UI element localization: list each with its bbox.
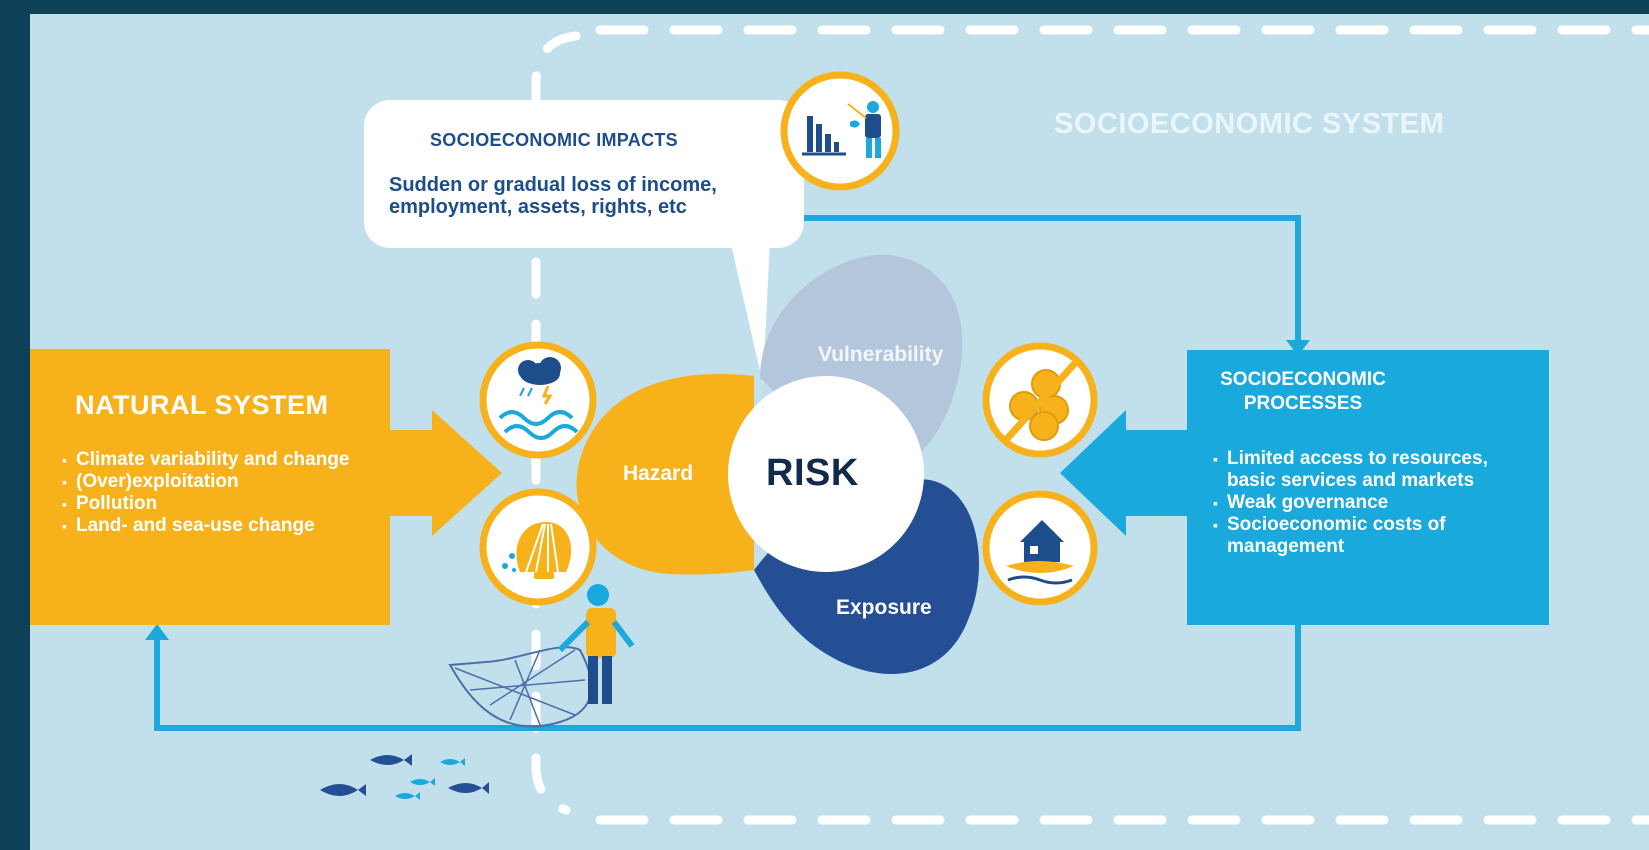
processes-to-natural-arrow bbox=[154, 625, 1301, 731]
vulnerability-label: Vulnerability bbox=[818, 343, 944, 366]
hazard-petal bbox=[576, 373, 754, 575]
socioeconomic-system-label: SOCIOECONOMIC SYSTEM bbox=[1054, 108, 1445, 140]
risk-label: RISK bbox=[766, 452, 859, 494]
impacts-description: Sudden or gradual loss of income, employ… bbox=[389, 174, 717, 218]
natural-system-title: NATURAL SYSTEM bbox=[75, 390, 329, 420]
risk-flower bbox=[576, 254, 980, 674]
arrowhead-down bbox=[1286, 340, 1310, 356]
processes-list: Limited access to resources, basic servi… bbox=[1213, 448, 1513, 558]
list-item: Limited access to resources, basic servi… bbox=[1213, 448, 1513, 492]
processes-title: SOCIOECONOMIC PROCESSES bbox=[1220, 369, 1386, 414]
fish-school-illustration bbox=[320, 754, 489, 800]
hazard-label: Hazard bbox=[623, 462, 694, 485]
exposure-label: Exposure bbox=[836, 596, 932, 619]
risk-center bbox=[728, 376, 924, 572]
impacts-bubble bbox=[364, 100, 804, 384]
fisherman-chart-icon bbox=[780, 71, 900, 191]
list-item: Land- and sea-use change bbox=[62, 515, 392, 537]
list-item: Weak governance bbox=[1213, 492, 1513, 514]
list-item: Climate variability and change bbox=[62, 449, 392, 471]
storm-waves-icon bbox=[479, 341, 597, 459]
top-frame-strip bbox=[0, 0, 384, 14]
list-item: Socioeconomic costs of management bbox=[1213, 514, 1513, 558]
flow-arrows bbox=[154, 215, 1301, 731]
impact-to-processes-arrow bbox=[804, 215, 1301, 345]
list-item: (Over)exploitation bbox=[62, 471, 392, 493]
natural-to-hazard-arrow bbox=[390, 410, 502, 536]
shell-icon bbox=[479, 488, 597, 606]
socioeconomic-boundary bbox=[531, 31, 581, 815]
flooded-house-icon bbox=[982, 490, 1098, 606]
fisher-with-net-illustration bbox=[448, 584, 635, 728]
natural-system-list: Climate variability and change (Over)exp… bbox=[62, 449, 392, 537]
list-item: Pollution bbox=[62, 493, 392, 515]
no-coins-icon bbox=[982, 342, 1098, 458]
arrowhead-up bbox=[145, 624, 169, 640]
processes-to-risk-arrow bbox=[1060, 410, 1187, 536]
impacts-title: SOCIOECONOMIC IMPACTS bbox=[430, 130, 678, 150]
